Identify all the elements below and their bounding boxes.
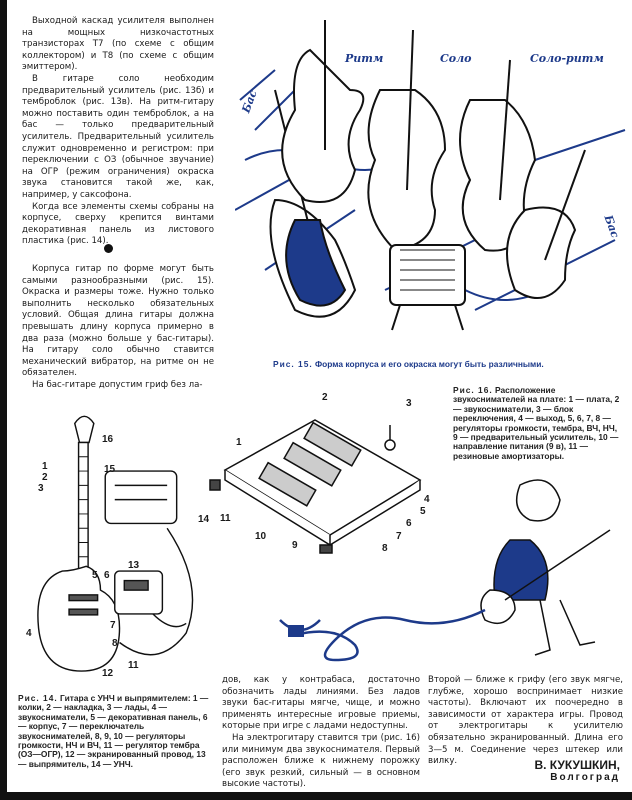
fig16-num-6: 6	[406, 518, 412, 529]
fig16-num-1: 1	[236, 437, 242, 448]
fig14-num-16: 16	[102, 434, 114, 445]
fig16-num-10: 10	[255, 531, 267, 542]
fig14-num-6: 6	[104, 570, 110, 581]
fig14-guitar-with-amplifier-illustration	[37, 415, 194, 672]
fig16-num-3: 3	[406, 398, 412, 409]
scan-edge	[0, 0, 7, 800]
fig14-num-15: 15	[104, 464, 116, 475]
left-column-bottom: Корпуса гитар по форме могут быть самыми…	[22, 264, 214, 392]
fig14-num-14: 14	[198, 514, 210, 525]
paragraph: Второй — ближе к грифу (его звук мягче, …	[428, 675, 623, 767]
fig16-pickup-board-illustration	[209, 419, 422, 554]
fig14-num-1: 1	[42, 461, 48, 472]
fig14-num-7: 7	[110, 620, 116, 631]
fig16-num-2: 2	[322, 392, 328, 403]
paragraph: На электрогитару ставится три (рис. 16) …	[222, 732, 420, 790]
paragraph: дов, как у контрабаса, достаточно обозна…	[222, 675, 420, 732]
fig16-num-5: 5	[420, 506, 426, 517]
fig16-num-11: 11	[220, 513, 231, 524]
fig14-num-13: 13	[128, 560, 140, 571]
author-city: Волгоград	[550, 772, 620, 783]
author-signature: В. КУКУШКИН, Волгоград	[534, 758, 620, 783]
scan-bottom-edge	[0, 792, 632, 800]
paragraph: В гитаре соло необходим предварительный …	[22, 73, 214, 200]
fig14-num-4: 4	[26, 628, 32, 639]
fig14-num-2: 2	[42, 472, 48, 483]
middle-column: дов, как у контрабаса, достаточно обозна…	[222, 675, 420, 791]
fig16-caption: Рис. 16. Расположение звукоснимателей на…	[453, 385, 620, 461]
right-column: Второй — ближе к грифу (его звук мягче, …	[428, 675, 623, 768]
author-name: В. КУКУШКИН,	[534, 758, 620, 772]
paragraph: Корпуса гитар по форме могут быть самыми…	[22, 264, 214, 379]
fig15-guitars-illustration	[235, 20, 626, 331]
fig15-label-solo-rhythm: Соло-ритм	[530, 52, 604, 65]
left-column-top: Выходной каскад усилителя выполнен на мо…	[22, 16, 214, 248]
section-bullet	[104, 244, 113, 253]
fig15-label-rhythm: Ритм	[345, 52, 384, 65]
paragraph: На бас-гитаре допустим гриф без ла-	[32, 379, 203, 390]
fig14-num-3: 3	[38, 483, 44, 494]
fig14-num-12: 12	[102, 668, 114, 679]
fig14-num-8: 8	[112, 638, 118, 649]
fig16-num-8: 8	[382, 543, 388, 554]
fig14-num-11: 11	[128, 660, 139, 671]
fig16-num-9: 9	[292, 540, 298, 551]
fig16-num-7: 7	[396, 531, 402, 542]
fig15-caption: Рис. 15. Форма корпуса и его окраска мог…	[273, 359, 544, 369]
cartoon-guitarist-illustration	[279, 479, 611, 662]
fig14-num-5: 5	[92, 570, 98, 581]
fig15-label-solo: Соло	[440, 52, 472, 65]
fig14-caption: Рис. 14. Гитара с УНЧ и выпрямителем: 1 …	[18, 693, 209, 769]
paragraph: Когда все элементы схемы собраны на корп…	[22, 201, 214, 247]
fig16-num-4: 4	[424, 494, 430, 505]
paragraph: Выходной каскад усилителя выполнен на мо…	[22, 16, 214, 73]
